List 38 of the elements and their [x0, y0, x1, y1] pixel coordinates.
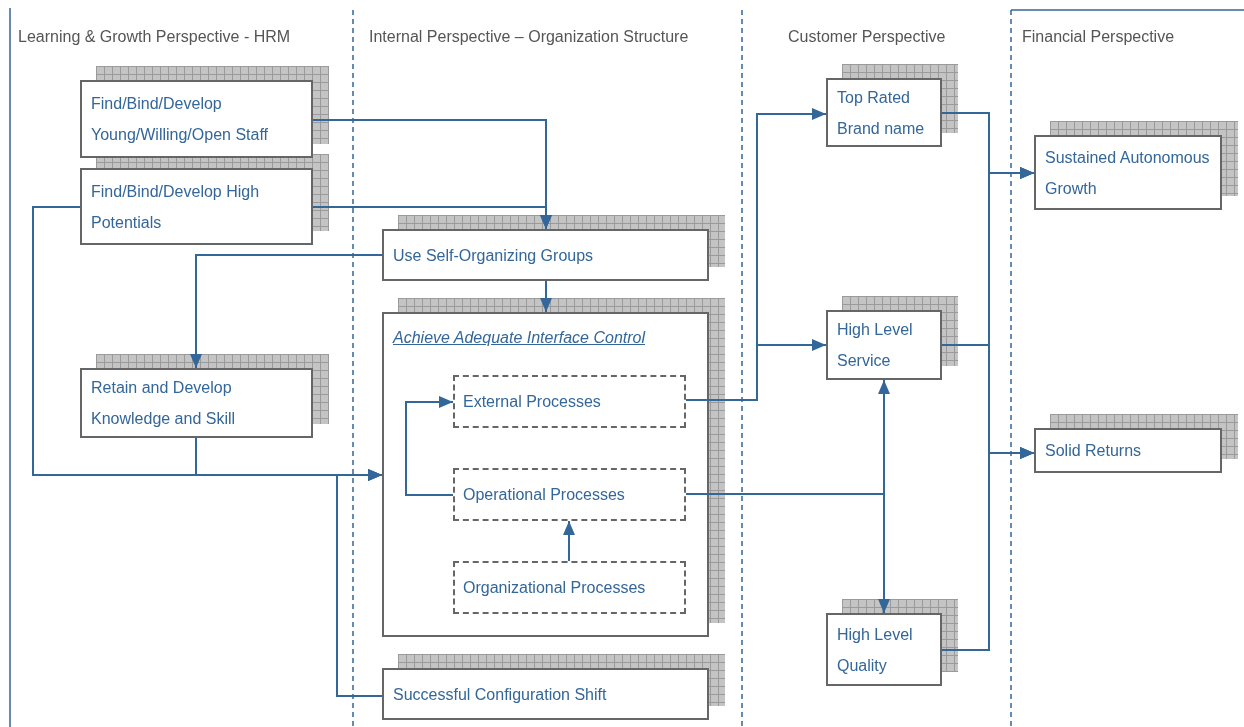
process-box	[382, 668, 709, 720]
node-text: Use Self-Organizing Groups	[393, 245, 595, 266]
arrow	[563, 520, 575, 562]
node-text: Solid Returns	[1045, 441, 1143, 461]
arrow	[336, 469, 383, 697]
node-text: Top Rated Brand name	[837, 87, 926, 139]
node-text: Sustained Autonomous Growth	[1045, 147, 1211, 199]
process-box	[1034, 428, 1222, 473]
node-text: Retain and Develop Knowledge and Skill	[91, 378, 237, 429]
node-text: Find/Bind/Develop High Potentials	[91, 181, 261, 233]
column-heading: Customer Perspective	[788, 27, 946, 47]
node-text: Organizational Processes	[463, 578, 647, 598]
arrow	[405, 396, 454, 496]
arrow	[190, 254, 383, 369]
process-box	[826, 78, 942, 147]
column-heading: Financial Perspective	[1022, 27, 1175, 47]
process-box	[826, 613, 942, 686]
process-box	[453, 468, 686, 521]
process-box	[453, 375, 686, 428]
arrow	[540, 280, 552, 313]
node-text: Successful Configuration Shift	[393, 684, 608, 705]
node-text: External Processes	[463, 392, 602, 412]
container-box	[382, 312, 709, 637]
arrow	[312, 206, 552, 230]
column-heading: Learning & Growth Perspective - HRM	[18, 27, 291, 47]
container-heading: Achieve Adequate Interface Control	[393, 328, 645, 348]
column-heading: Internal Perspective – Organization Structure	[369, 27, 689, 47]
process-box	[80, 368, 313, 438]
node-text: Find/Bind/Develop Young/Willing/Open Staff	[91, 94, 269, 145]
process-box	[1034, 135, 1222, 210]
process-box	[80, 168, 313, 245]
node-text: High Level Quality	[837, 624, 914, 676]
node-text: High Level Service	[837, 320, 914, 371]
process-box	[453, 561, 686, 614]
process-box	[80, 80, 313, 158]
process-box	[826, 310, 942, 380]
process-box	[382, 229, 709, 281]
node-text: Operational Processes	[463, 485, 626, 505]
